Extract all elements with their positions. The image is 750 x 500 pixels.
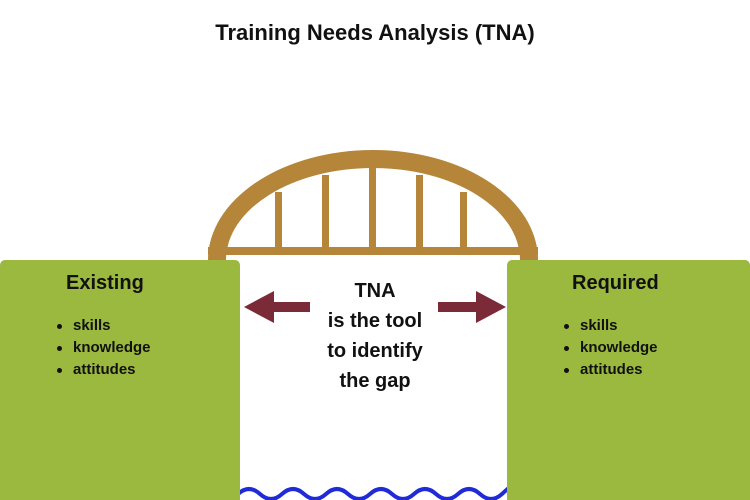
- bullet-icon: [57, 368, 62, 373]
- required-panel: Required skills knowledge attitudes: [507, 260, 750, 500]
- required-list: skills knowledge attitudes: [562, 315, 658, 381]
- gap-line: TNA: [354, 280, 396, 302]
- bullet-icon: [57, 324, 62, 329]
- bridge-strut: [275, 192, 282, 249]
- bridge-strut: [322, 175, 329, 249]
- required-heading: Required: [572, 272, 659, 294]
- list-item-label: skills: [580, 317, 618, 334]
- bridge: [208, 150, 538, 260]
- bridge-deck: [208, 247, 538, 255]
- gap-line: the gap: [339, 370, 411, 392]
- list-item-label: attitudes: [580, 361, 643, 378]
- gap-line: is the tool: [327, 310, 423, 332]
- list-item-label: knowledge: [73, 339, 151, 356]
- bridge-arch: [208, 150, 538, 260]
- existing-heading: Existing: [66, 272, 144, 294]
- existing-list: skills knowledge attitudes: [55, 315, 151, 381]
- bridge-strut: [369, 168, 376, 249]
- list-item: attitudes: [55, 359, 151, 381]
- list-item-label: skills: [73, 317, 111, 334]
- right-arrow: [438, 291, 506, 323]
- bullet-icon: [564, 324, 569, 329]
- bridge-strut: [460, 192, 467, 249]
- existing-panel: Existing skills knowledge attitudes: [0, 260, 240, 500]
- list-item: knowledge: [562, 337, 658, 359]
- list-item-label: knowledge: [580, 339, 658, 356]
- gap-description: TNA is the tool to identify the gap: [285, 276, 465, 396]
- bullet-icon: [57, 346, 62, 351]
- gap-line: to identify: [327, 340, 423, 362]
- list-item: skills: [55, 315, 151, 337]
- bullet-icon: [564, 346, 569, 351]
- list-item-label: attitudes: [73, 361, 136, 378]
- list-item: skills: [562, 315, 658, 337]
- diagram-title: Training Needs Analysis (TNA): [215, 20, 535, 45]
- left-arrow: [244, 291, 310, 323]
- list-item: knowledge: [55, 337, 151, 359]
- bullet-icon: [564, 368, 569, 373]
- water-wave: [236, 486, 511, 500]
- list-item: attitudes: [562, 359, 658, 381]
- bridge-strut: [416, 175, 423, 249]
